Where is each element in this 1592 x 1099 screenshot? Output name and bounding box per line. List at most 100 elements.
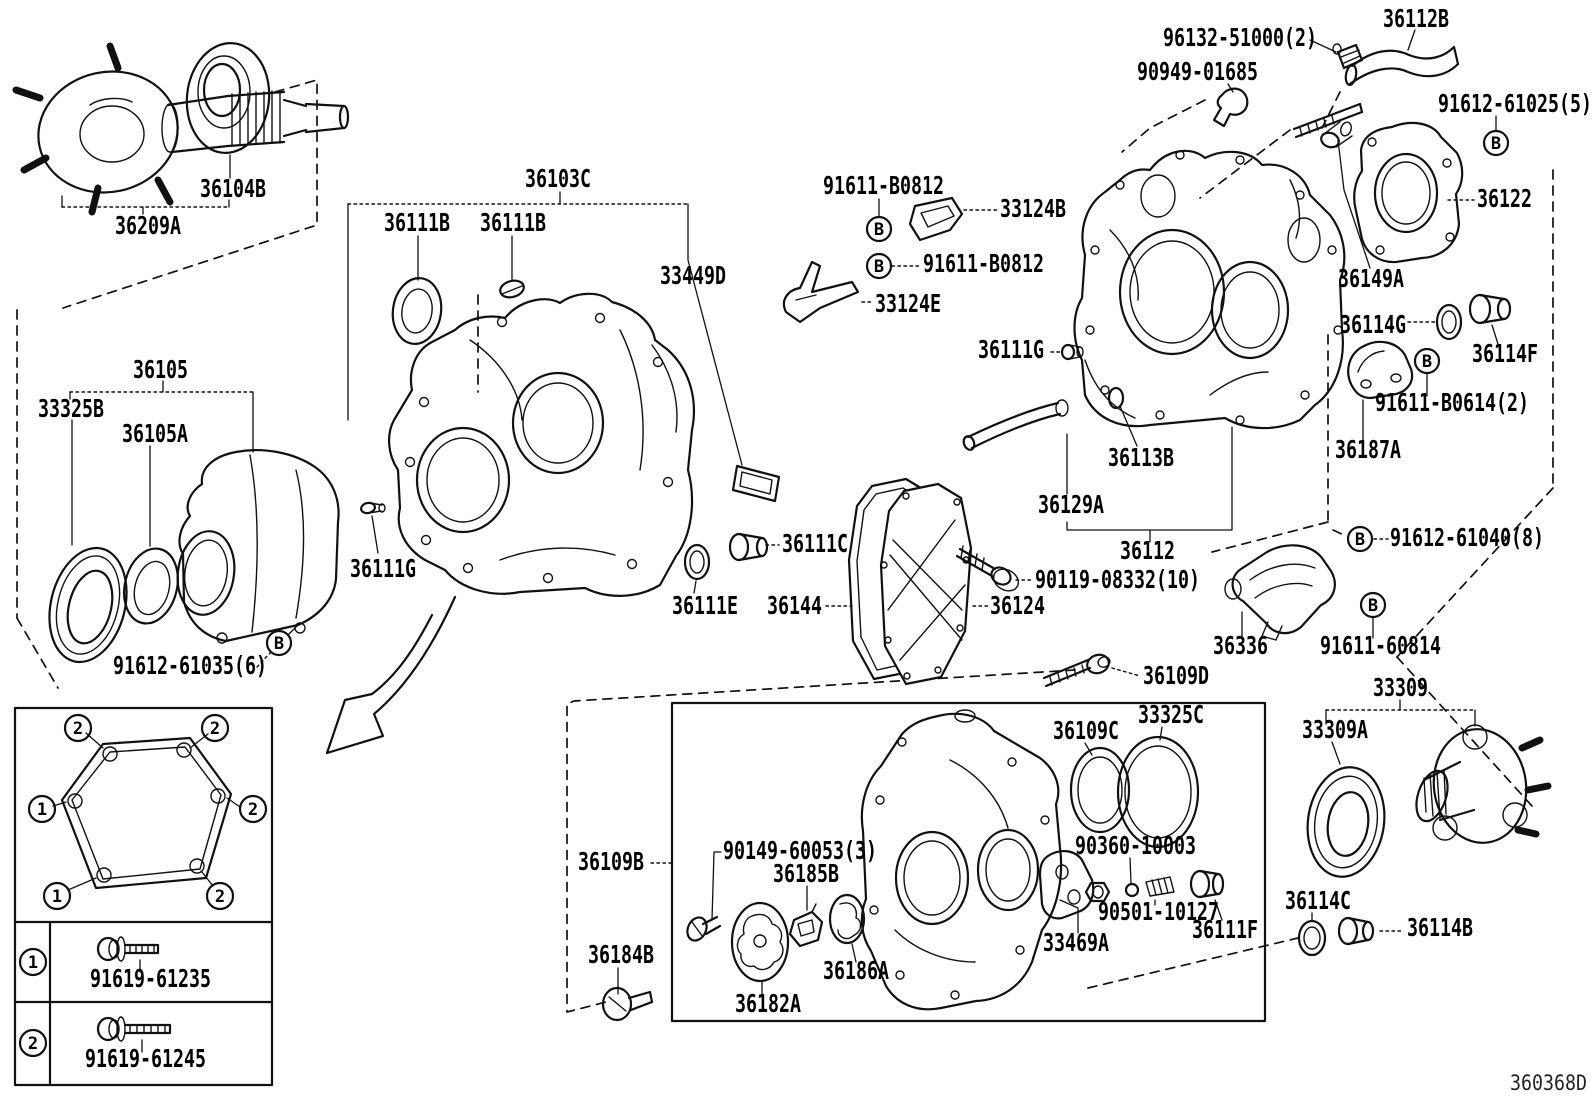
callout-2-icon: 2 — [205, 881, 235, 911]
part-36111b-plug — [499, 279, 525, 299]
label-36114f: 36114F — [1472, 339, 1538, 368]
callout-2-icon: 2 — [18, 1028, 48, 1058]
part-36109b-rear-cover — [860, 709, 1063, 1011]
part-33309a-seal — [1306, 766, 1386, 878]
label-36109d: 36109D — [1143, 661, 1209, 690]
callout-1-label: 1 — [52, 887, 62, 907]
label-36111f: 36111F — [1192, 915, 1258, 944]
label-36105: 36105 — [133, 355, 188, 384]
dashed-boundaries — [16, 79, 1554, 1013]
callout-b-icons: B B B B B B B — [265, 129, 1510, 657]
label-36187a: 36187A — [1335, 435, 1401, 464]
diagram-code: 360368D — [1510, 1071, 1587, 1095]
part-36111b-seal — [391, 277, 443, 345]
part-36114c-washer — [1297, 919, 1327, 957]
label-36113b: 36113B — [1108, 443, 1174, 472]
label-36182a: 36182A — [735, 989, 801, 1018]
callout-b-label: B — [1422, 352, 1432, 372]
callout-b-label: B — [274, 634, 284, 654]
leaders-brackets — [861, 198, 998, 303]
leaders-case-front — [347, 191, 743, 466]
part-36114g-seal — [1435, 303, 1463, 341]
leaders-oilpan — [693, 544, 1033, 607]
label-91619-61235: 91619-61235 — [90, 964, 211, 993]
label-90360: 90360-10003 — [1075, 831, 1196, 860]
part-36122-retainer — [1353, 121, 1464, 264]
leaders-input-shaft — [61, 154, 231, 215]
part-90119-bolt — [955, 545, 1020, 592]
callout-number-icons: 2 2 1 2 1 2 1 2 — [18, 713, 268, 1058]
part-36105a-seal — [123, 547, 179, 625]
callout-b-label: B — [1355, 530, 1365, 550]
label-36104b: 36104B — [200, 174, 266, 203]
legend-row2-bolt — [96, 1016, 172, 1053]
part-36111g-plug-right — [1060, 343, 1084, 361]
label-36103c: 36103C — [525, 164, 591, 193]
callout-b-icon: B — [1359, 591, 1387, 619]
callout-b-icon: B — [865, 252, 893, 280]
label-36112b: 36112B — [1383, 4, 1449, 33]
label-91611-b0812-2: 91611-B0812 — [923, 249, 1044, 278]
leaders-retainer — [1362, 199, 1499, 441]
leaders-housing — [69, 380, 379, 668]
callout-b-icon: B — [265, 629, 293, 657]
label-36111e: 36111E — [672, 591, 738, 620]
part-36112b-hose — [1344, 45, 1460, 86]
callout-b-icon: B — [865, 215, 893, 243]
label-36209a: 36209A — [115, 211, 181, 240]
part-36105-extension-housing — [176, 449, 340, 644]
callout-b-label: B — [874, 257, 884, 277]
leaders-case-rear — [1050, 351, 1233, 543]
part-33124b-bracket — [908, 196, 964, 242]
label-36114b: 36114B — [1407, 913, 1473, 942]
part-36184b-plug — [601, 986, 654, 1022]
label-36336: 36336 — [1213, 631, 1268, 660]
part-36149a-stud — [1292, 102, 1364, 149]
label-36129a: 36129A — [1038, 490, 1104, 519]
part-33325b-seal — [48, 546, 128, 664]
leaders-box — [617, 667, 1223, 997]
leaders-hub — [1311, 699, 1476, 932]
part-36185b-strainer — [788, 903, 824, 948]
label-91612-61025: 91612-61025(5) — [1438, 89, 1592, 118]
label-36111g-left: 36111G — [350, 554, 416, 583]
direction-arrow-icon — [325, 595, 457, 755]
label-36124: 36124 — [990, 591, 1045, 620]
leaders-36336 — [1241, 538, 1389, 639]
part-36111f-plug — [1189, 869, 1225, 899]
part-36113b-breather-hole — [1107, 386, 1125, 410]
label-36185b: 36185B — [773, 859, 839, 888]
part-number-labels: 36104B 36209A 36105 33325B 36105A 36111G… — [38, 4, 1592, 1073]
legend-row1-num: 1 — [28, 953, 38, 973]
callout-b-icon: B — [1482, 129, 1510, 157]
part-36103c-case-front — [388, 292, 696, 597]
part-36111c-plug — [728, 532, 769, 562]
part-36129a-tube — [962, 399, 1069, 451]
part-36109d-bolt — [1042, 653, 1111, 688]
label-33449d: 33449D — [660, 261, 726, 290]
label-91611-b0614: 91611-B0614(2) — [1375, 388, 1529, 417]
label-36111c: 36111C — [782, 529, 848, 558]
part-36104b-seal — [185, 42, 271, 154]
part-36109c-seal — [1069, 746, 1131, 834]
label-33124e: 33124E — [875, 289, 941, 318]
label-36111b-1: 36111B — [384, 208, 450, 237]
label-36122: 36122 — [1477, 184, 1532, 213]
label-91611-60814: 91611-60814 — [1320, 631, 1441, 660]
part-96132-clamp — [1332, 43, 1364, 70]
label-90119: 90119-08332(10) — [1035, 565, 1200, 594]
rear-cover-parts-box — [670, 701, 1267, 1023]
callout-1-icon: 1 — [27, 794, 57, 824]
leaders-topright — [1227, 29, 1497, 269]
callout-b-label: B — [1491, 134, 1501, 154]
part-33325c-seal — [1116, 735, 1200, 849]
label-33309a: 33309A — [1302, 715, 1368, 744]
label-90149: 90149-60053(3) — [723, 836, 877, 865]
label-36112: 36112 — [1120, 536, 1175, 565]
label-36111b-2: 36111B — [480, 208, 546, 237]
label-91612-61035: 91612-61035(6) — [113, 651, 267, 680]
label-90949: 90949-01685 — [1137, 57, 1258, 86]
callout-2-icon: 2 — [200, 713, 230, 743]
legend-table — [13, 706, 274, 1087]
callout-1-label: 1 — [37, 800, 47, 820]
